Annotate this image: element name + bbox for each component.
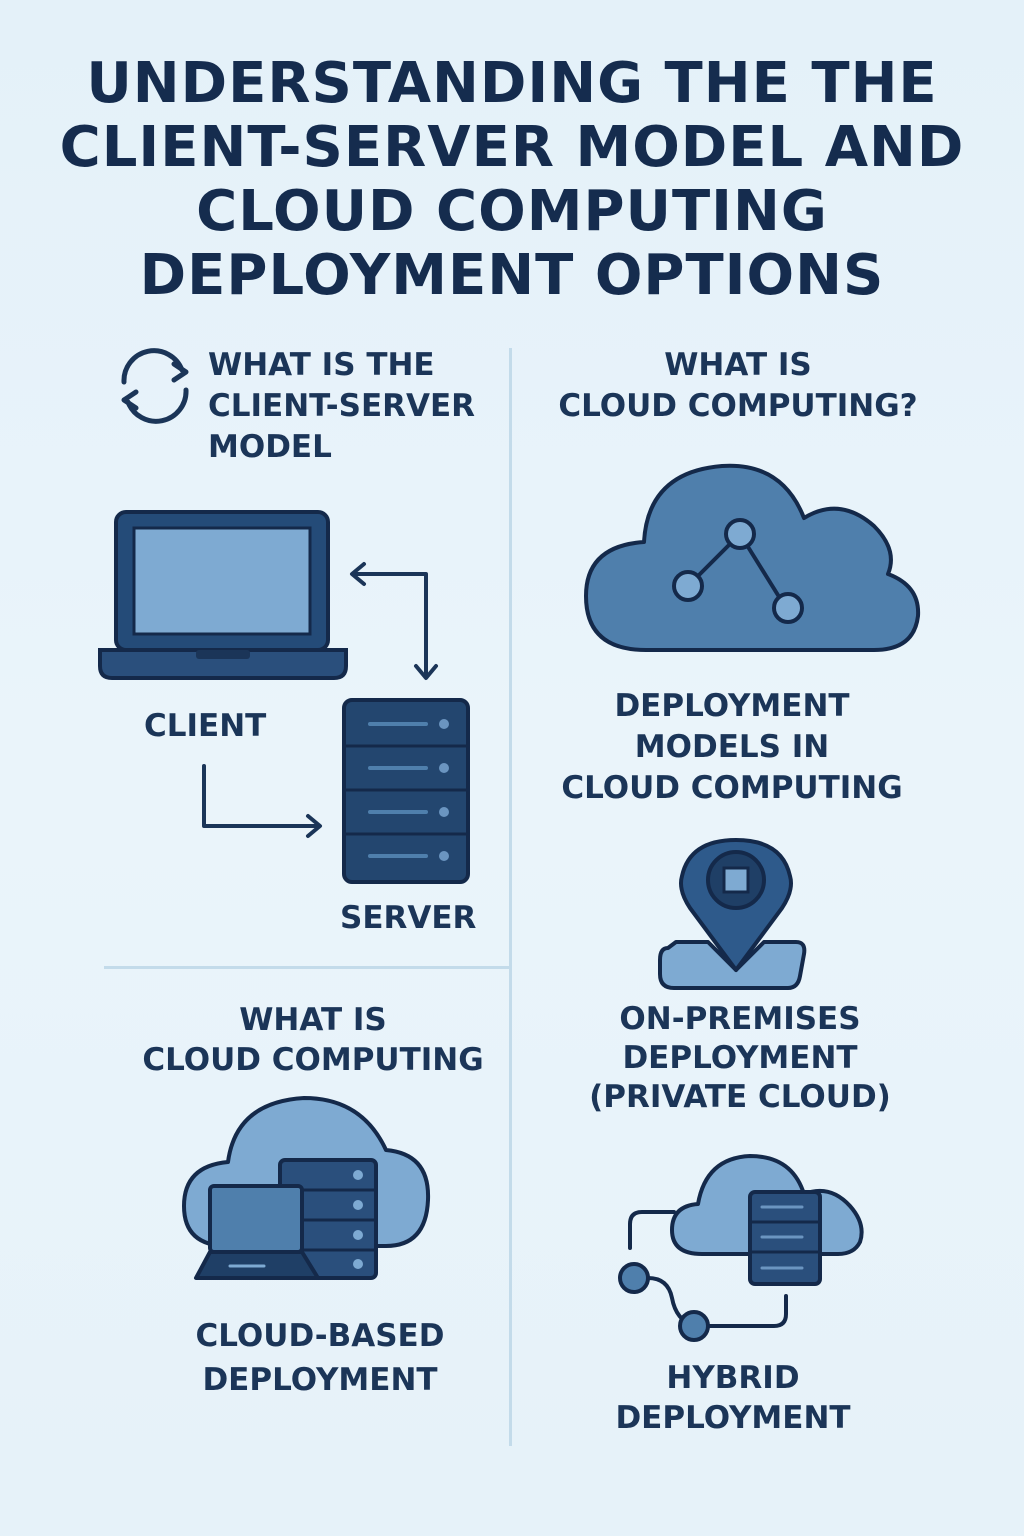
cloud-computing-left-line-2: CLOUD COMPUTING bbox=[142, 1042, 484, 1078]
cloud-computing-left-line-1: WHAT IS bbox=[239, 1002, 387, 1038]
page-title: UNDERSTANDING THE THE CLIENT-SERVER MODE… bbox=[40, 52, 984, 308]
cloud-devices-icon bbox=[182, 1096, 431, 1280]
on-premises-heading: ON-PREMISES DEPLOYMENT (PRIVATE CLOUD) bbox=[520, 1000, 960, 1117]
refresh-icon bbox=[121, 348, 189, 424]
title-line-4: DEPLOYMENT OPTIONS bbox=[139, 243, 885, 308]
title-line-1: UNDERSTANDING THE THE bbox=[86, 51, 938, 116]
cloud-computing-heading-line-2: CLOUD COMPUTING? bbox=[558, 388, 918, 424]
cloud-based-heading: CLOUD-BASED DEPLOYMENT bbox=[120, 1314, 520, 1402]
client-server-heading-line-3: MODEL bbox=[208, 429, 332, 465]
cloud-network-icon bbox=[584, 463, 921, 652]
server-icon bbox=[342, 698, 470, 884]
client-server-heading-line-2: CLIENT-SERVER bbox=[208, 388, 476, 424]
hybrid-cloud-icon bbox=[618, 1154, 864, 1342]
hybrid-heading: HYBRID DEPLOYMENT bbox=[540, 1358, 926, 1438]
deployment-models-line-2: MODELS IN bbox=[634, 729, 830, 765]
client-server-heading: WHAT IS THE CLIENT-SERVER MODEL bbox=[208, 345, 475, 468]
on-premises-line-3: (PRIVATE CLOUD) bbox=[589, 1079, 891, 1115]
bottom-exchange-arrow bbox=[202, 764, 322, 838]
hybrid-line-1: HYBRID bbox=[666, 1360, 800, 1396]
top-exchange-arrow bbox=[350, 562, 438, 680]
deployment-models-heading: DEPLOYMENT MODELS IN CLOUD COMPUTING bbox=[512, 686, 952, 809]
location-pin-icon bbox=[658, 838, 807, 990]
server-label: SERVER bbox=[340, 900, 477, 936]
vertical-divider bbox=[509, 348, 512, 1446]
cloud-based-line-1: CLOUD-BASED bbox=[195, 1318, 445, 1354]
cloud-computing-left-heading: WHAT IS CLOUD COMPUTING bbox=[120, 1000, 506, 1080]
cloud-computing-heading: WHAT IS CLOUD COMPUTING? bbox=[520, 345, 956, 427]
title-line-3: CLOUD COMPUTING bbox=[196, 179, 828, 244]
deployment-models-line-1: DEPLOYMENT bbox=[614, 688, 850, 724]
deployment-models-line-3: CLOUD COMPUTING bbox=[561, 770, 903, 806]
on-premises-line-2: DEPLOYMENT bbox=[622, 1040, 858, 1076]
client-server-heading-line-1: WHAT IS THE bbox=[208, 347, 435, 383]
client-label: CLIENT bbox=[144, 708, 267, 744]
cloud-based-line-2: DEPLOYMENT bbox=[202, 1362, 438, 1398]
laptop-icon bbox=[98, 510, 348, 680]
title-line-2: CLIENT-SERVER MODEL AND bbox=[59, 115, 965, 180]
on-premises-line-1: ON-PREMISES bbox=[619, 1001, 861, 1037]
cloud-computing-heading-line-1: WHAT IS bbox=[664, 347, 812, 383]
hybrid-line-2: DEPLOYMENT bbox=[615, 1400, 851, 1436]
horizontal-divider bbox=[104, 966, 510, 969]
